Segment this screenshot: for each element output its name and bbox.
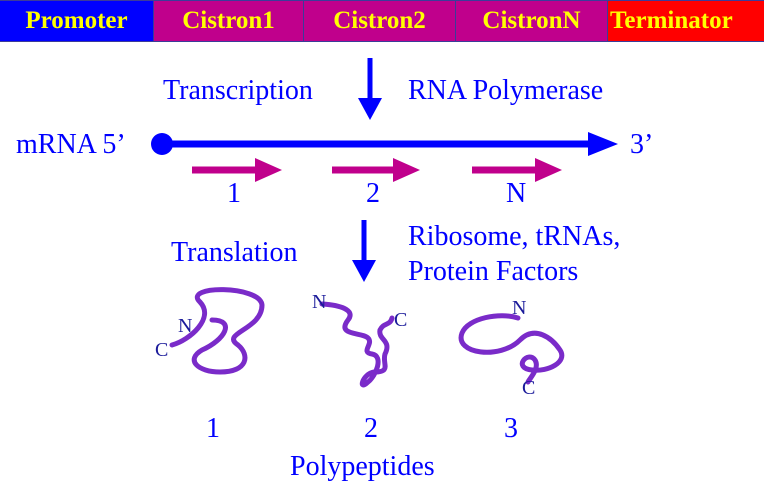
mrna-strand <box>151 132 618 156</box>
translation-label: Translation <box>171 237 298 268</box>
mrna-five-prime-label: mRNA 5’ <box>16 129 126 160</box>
three-prime-arrowhead <box>588 132 618 156</box>
translation-factors-line2: Protein Factors <box>408 256 579 287</box>
cistron-arrow-1 <box>192 158 282 182</box>
cistron-arrow-2 <box>332 158 420 182</box>
polypeptide-2-chain <box>319 301 395 388</box>
polypeptide-3-chain <box>458 313 565 385</box>
gene-bar: Promoter Cistron1 Cistron2 CistronN Term… <box>0 0 764 42</box>
polypeptide-number-1: 1 <box>206 413 220 444</box>
rna-polymerase-label: RNA Polymerase <box>408 75 604 106</box>
transcription-arrow <box>358 58 382 120</box>
polypeptide-2-c-label: C <box>394 309 408 331</box>
polypeptide-2-n-label: N <box>312 291 327 313</box>
polypeptides-caption: Polypeptides <box>290 451 435 482</box>
terminator-segment: Terminator <box>608 1 764 41</box>
transcription-label: Transcription <box>163 75 313 106</box>
polypeptide-number-2: 2 <box>364 413 378 444</box>
polypeptide-1-chain <box>169 287 265 375</box>
three-prime-label: 3’ <box>630 129 654 160</box>
polypeptide-number-3: 3 <box>504 413 518 444</box>
cistron-number-1: 1 <box>227 178 241 209</box>
cistron-arrow-N <box>472 158 562 182</box>
polypeptide-1-n-label: N <box>178 315 193 337</box>
translation-factors-line1: Ribosome, tRNAs, <box>408 221 621 252</box>
polypeptide-3-c-label: C <box>522 377 536 399</box>
cistron2-segment: Cistron2 <box>304 1 456 41</box>
cistron-number-N: N <box>506 178 527 209</box>
translation-arrow <box>352 220 376 282</box>
cistron-number-2: 2 <box>366 178 380 209</box>
promoter-segment: Promoter <box>0 1 154 41</box>
cistronN-segment: CistronN <box>456 1 608 41</box>
polypeptide-1-c-label: C <box>155 339 169 361</box>
cistron1-segment: Cistron1 <box>154 1 304 41</box>
polypeptide-3-n-label: N <box>512 297 527 319</box>
